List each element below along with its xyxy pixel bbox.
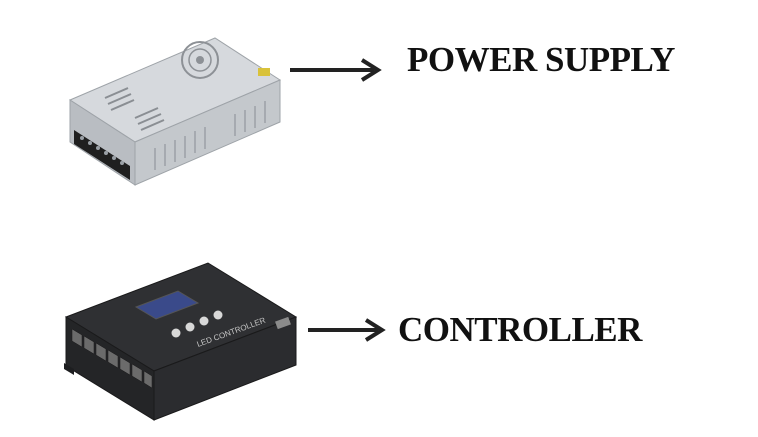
arrow-right-icon bbox=[288, 58, 383, 82]
arrow-right-icon bbox=[306, 318, 386, 342]
led-controller-icon: LED CONTROLLER bbox=[64, 262, 298, 421]
led-controller-image: LED CONTROLLER bbox=[58, 255, 303, 430]
power-supply-label: POWER SUPPLY bbox=[407, 40, 675, 79]
terminal-block bbox=[74, 130, 130, 180]
power-supply-image bbox=[60, 30, 285, 190]
power-supply-icon bbox=[68, 37, 282, 186]
controller-label: CONTROLLER bbox=[398, 310, 642, 349]
